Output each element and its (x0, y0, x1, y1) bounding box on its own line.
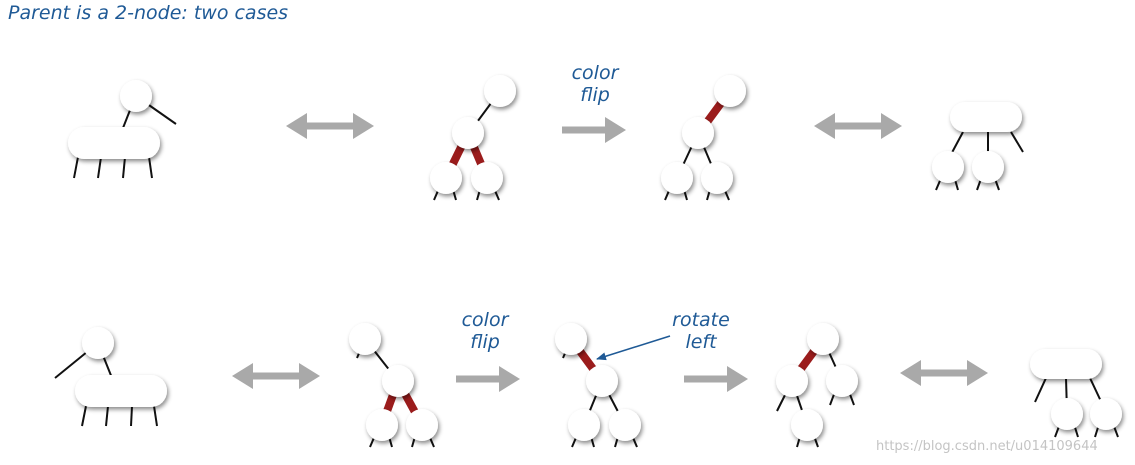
tree-node (972, 151, 1004, 183)
watermark: https://blog.csdn.net/u014109644 (876, 439, 1098, 454)
tree-node (1051, 398, 1083, 430)
tree-node (366, 409, 398, 441)
label-color-flip-bottom: color flip (442, 309, 528, 353)
tree-node (568, 409, 600, 441)
label-color-flip-top-line1: color (571, 62, 619, 84)
top-tree-1 (68, 80, 177, 179)
bottom-arrow-color-flip (456, 366, 520, 392)
tree-node (430, 162, 462, 194)
tree-node (471, 162, 503, 194)
label-color-flip-top: color flip (552, 62, 638, 106)
bottom-tree-1 (54, 327, 167, 427)
tree-node (555, 323, 587, 355)
tree-node (932, 151, 964, 183)
bottom-double-arrow-2 (900, 360, 988, 386)
tree-node (609, 409, 641, 441)
bottom-tree-3 (555, 323, 671, 448)
tree-node (791, 409, 823, 441)
tree-node (701, 162, 733, 194)
top-double-arrow-2 (814, 113, 902, 139)
label-rotate-left-line1: rotate (672, 309, 730, 331)
label-color-flip-bottom-line1: color (461, 309, 509, 331)
label-color-flip-bottom-line2: flip (470, 331, 500, 353)
tree-node (826, 365, 858, 397)
three-node (950, 102, 1022, 132)
tree-node (661, 162, 693, 194)
bottom-tree-5 (1030, 349, 1122, 438)
bottom-tree-2 (349, 323, 438, 448)
four-node (75, 375, 167, 407)
bottom-arrow-rotate (684, 366, 748, 392)
tree-node (714, 75, 746, 107)
tree-node (382, 365, 414, 397)
four-node (68, 127, 160, 159)
three-node (1030, 349, 1102, 379)
parent-node (120, 80, 152, 112)
tree-node (682, 117, 714, 149)
label-color-flip-top-line2: flip (580, 84, 610, 106)
parent-node (82, 327, 114, 359)
top-double-arrow-1 (286, 113, 374, 139)
diagram-title: Parent is a 2-node: two cases (8, 2, 289, 24)
tree-node (1090, 398, 1122, 430)
top-tree-2 (430, 75, 516, 201)
tree-node (452, 117, 484, 149)
top-arrow-color-flip (562, 117, 626, 143)
bottom-tree-4 (776, 323, 858, 448)
bottom-double-arrow-1 (232, 363, 320, 389)
label-rotate-left-line2: left (685, 331, 717, 353)
tree-node (406, 409, 438, 441)
rotate-pointer-arrow (596, 335, 671, 361)
tree-node (349, 323, 381, 355)
tree-node (586, 365, 618, 397)
tree-node (484, 75, 516, 107)
top-tree-3 (661, 75, 746, 201)
top-tree-4 (932, 102, 1024, 191)
tree-node (807, 323, 839, 355)
label-rotate-left: rotate left (658, 309, 744, 353)
tree-node (776, 365, 808, 397)
